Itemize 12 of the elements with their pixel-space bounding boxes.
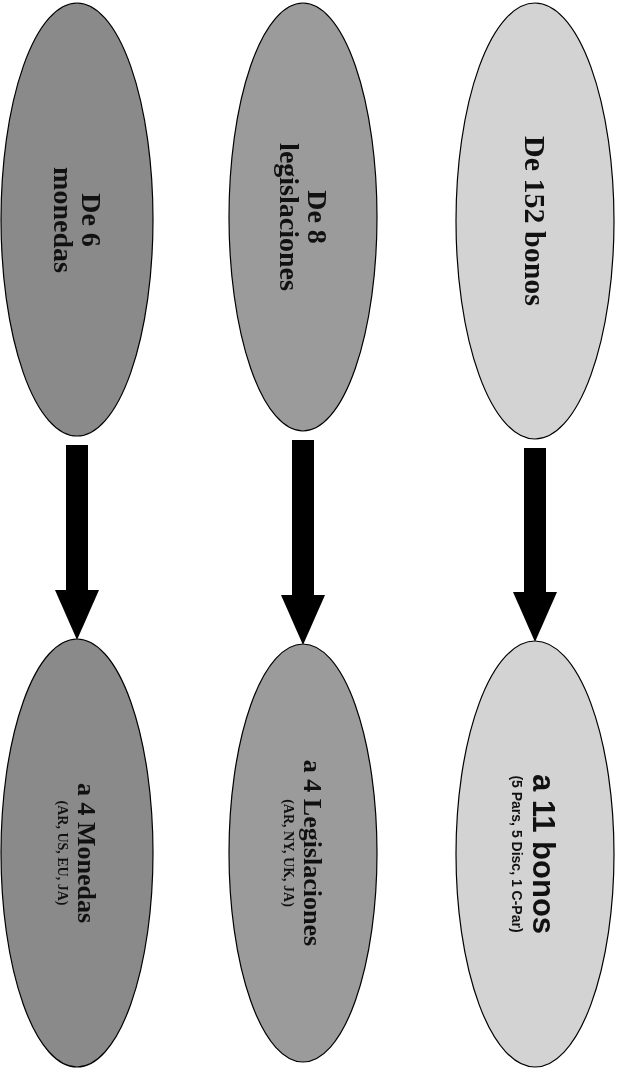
arrow (281, 440, 325, 645)
node-detail: (AR, US, EU, JA) (55, 800, 69, 906)
node-title: a 11 bonos (528, 773, 560, 935)
node-title: a 4 Monedas (73, 782, 99, 924)
node-title: De 6 monedas (49, 165, 105, 275)
node-detail: (5 Pars, 5 Disc, 1 C-Par) (510, 775, 525, 933)
node-title: a 4 Legislaciones (299, 759, 325, 947)
node-detail: (AR, NY, UK, JA) (281, 799, 295, 907)
arrow (55, 445, 99, 640)
node-title: De 152 bonos (520, 136, 550, 306)
arrow (513, 448, 557, 642)
node-title: De 8 legislaciones (275, 142, 331, 293)
